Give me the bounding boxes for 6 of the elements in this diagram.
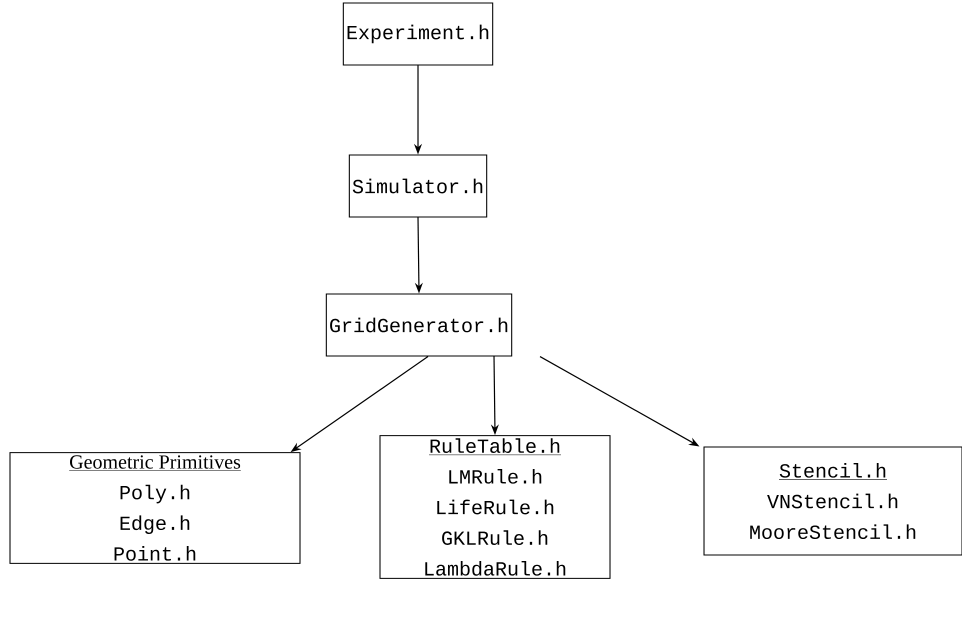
- file-group-box: RuleTable.h LMRule.h LifeRule.h GKLRule.h LambdaRule.h: [379, 435, 611, 579]
- file-box: GridGenerator.h: [326, 293, 512, 357]
- file-box: Experiment.h: [342, 2, 494, 66]
- file-box: Simulator.h: [348, 154, 488, 218]
- file-group-box: Stencil.h VNStencil.h MooreStencil.h: [703, 446, 962, 556]
- file-group-box: Geometric Primitives Poly.h Edge.h Point.h: [9, 452, 301, 564]
